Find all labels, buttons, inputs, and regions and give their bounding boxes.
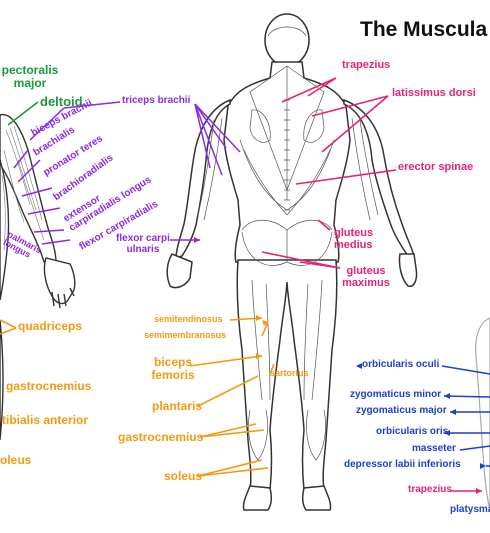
label-latissimus-dorsi: latissimus dorsi	[392, 87, 476, 99]
label-gluteus-medius: gluteus medius	[334, 227, 374, 251]
label-depressor-labii-inferioris: depressor labii inferioris	[344, 459, 461, 470]
leader-lines-blue	[441, 365, 490, 467]
label-orbicularis-oculi: orbicularis oculi	[362, 359, 440, 370]
leader-lines-green	[7, 101, 39, 126]
label-deltoid: deltoid	[40, 94, 83, 109]
label-soleus-back: soleus	[164, 469, 203, 483]
leader-lines-orange	[0, 317, 275, 477]
label-zygomaticus-minor: zygomaticus minor	[350, 389, 442, 400]
label-tibialis-anterior: tibialis anterior	[2, 413, 89, 427]
label-trapezius-face: trapezius	[408, 484, 452, 495]
front-arm-fibers	[1, 125, 45, 251]
label-flexor-carpi-ulnaris: flexor carpi ulnaris	[116, 233, 170, 255]
back-figure-muscle-lines	[197, 26, 379, 461]
label-zygomaticus-major: zygomaticus major	[356, 405, 447, 416]
label-gastrocnemius-back: gastrocnemius	[118, 430, 204, 444]
leader-lines-purple	[13, 101, 241, 245]
label-gluteus-maximus: gluteus maximus	[342, 265, 390, 289]
label-biceps-femoris: biceps femoris	[151, 355, 195, 382]
label-trapezius: trapezius	[342, 59, 391, 71]
page-title: The Muscula	[360, 18, 488, 41]
label-masseter: masseter	[412, 443, 456, 454]
label-gastrocnemius-front: gastrocnemius	[6, 379, 92, 393]
label-soleus-front: oleus	[0, 453, 32, 467]
label-sartorius: sartorius	[270, 368, 309, 378]
label-plantaris: plantaris	[152, 399, 203, 413]
label-platysma: platysma	[450, 504, 490, 515]
label-pectoralis-major: pectoralis major	[1, 63, 59, 90]
label-quadriceps: quadriceps	[18, 319, 83, 333]
leader-lines-pink	[261, 77, 482, 492]
label-orbicularis-oris: orbicularis oris	[376, 426, 449, 437]
label-triceps-brachii: triceps brachii	[122, 95, 191, 106]
face-figure	[475, 317, 490, 511]
label-semimembranosus: semimembranosus	[144, 330, 227, 340]
label-erector-spinae: erector spinae	[398, 161, 474, 173]
label-semitendinosus: semitendinosus	[154, 314, 223, 324]
